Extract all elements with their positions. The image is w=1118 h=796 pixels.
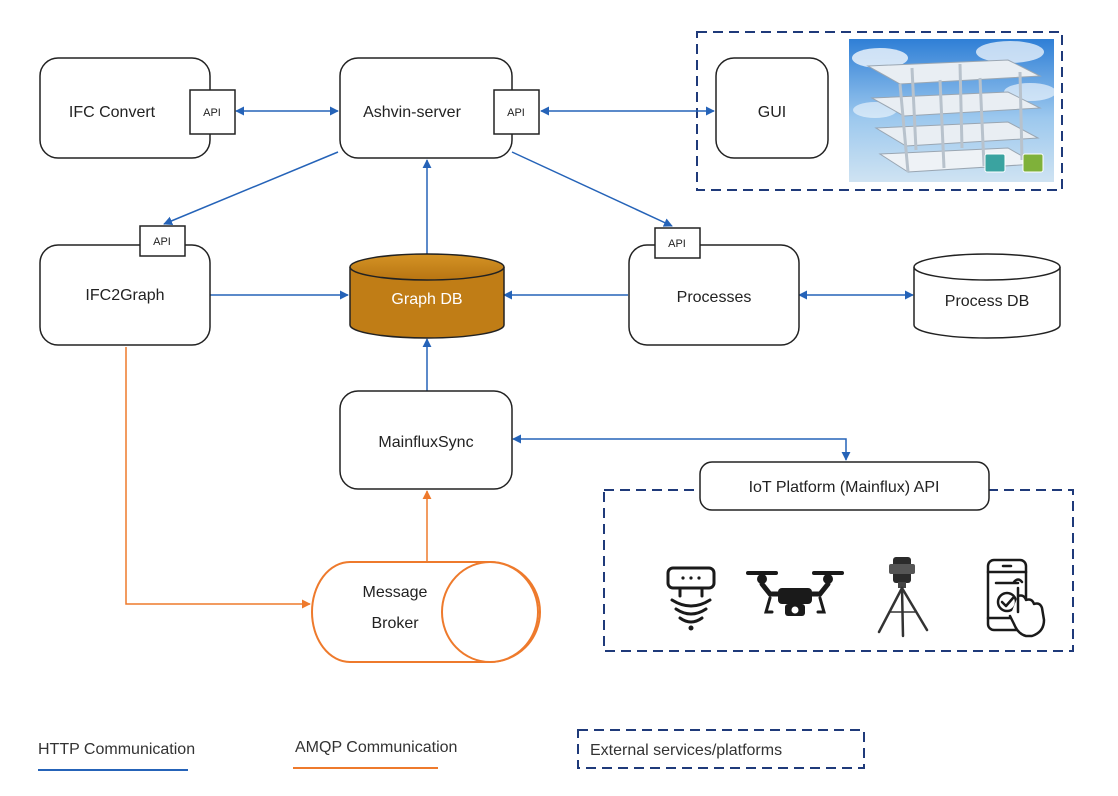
amqp-connectors: [125, 347, 432, 609]
http-connectors: [163, 106, 914, 461]
api-label: API: [153, 236, 171, 248]
api-label: API: [203, 107, 221, 119]
node-graph-db: Graph DB: [349, 253, 505, 339]
node-message-broker: Message Broker: [311, 561, 541, 663]
api-port: [654, 227, 701, 259]
api-port: [493, 89, 540, 135]
external-iot-boundary: [603, 489, 1074, 652]
api-port: [189, 89, 236, 135]
edge-ifc2graph-broker: [125, 347, 311, 609]
node-mainflux-sync: MainfluxSync: [339, 390, 513, 490]
legend-amqp-label: AMQP Communication: [295, 739, 457, 756]
api-port: [139, 225, 186, 257]
ifc-convert-label: IFC Convert: [69, 104, 156, 121]
edge-ashvin-processes: [511, 151, 673, 227]
drone-icon: [746, 571, 844, 616]
node-process-db: Process DB: [913, 253, 1061, 339]
legend: HTTP Communication AMQP Communication Ex…: [38, 729, 865, 771]
mobile-app-icon: [986, 558, 1046, 638]
ifc2graph-label: IFC2Graph: [85, 287, 164, 304]
process-db-label: Process DB: [945, 293, 1029, 310]
iot-platform-label: IoT Platform (Mainflux) API: [749, 479, 940, 496]
gui-building-model-image: [849, 39, 1056, 182]
legend-http-label: HTTP Communication: [38, 741, 195, 758]
ashvin-server-label: Ashvin-server: [363, 104, 461, 121]
api-label: API: [507, 107, 525, 119]
laser-scanner-tripod-icon: [877, 557, 929, 638]
mainflux-sync-label: MainfluxSync: [378, 434, 473, 451]
node-ashvin-server: Ashvin-server API: [339, 57, 540, 159]
api-label: API: [668, 238, 686, 250]
legend-external-swatch: [577, 729, 865, 769]
message-broker-label-line2: Broker: [371, 615, 419, 632]
node-ifc2graph: IFC2Graph API: [39, 225, 211, 346]
node-ifc-convert: IFC Convert API: [39, 57, 236, 159]
edge-mainfluxsync-iot: [512, 434, 851, 461]
sensor-icon: [666, 566, 716, 631]
legend-external-label: External services/platforms: [590, 742, 782, 759]
processes-label: Processes: [677, 289, 752, 306]
message-broker-label-line1: Message: [363, 584, 428, 601]
node-gui: GUI: [715, 57, 829, 159]
edge-ashvin-ifc2graph: [163, 151, 339, 226]
gui-label: GUI: [758, 104, 786, 121]
node-processes: Processes API: [628, 227, 800, 346]
graph-db-label: Graph DB: [391, 291, 462, 308]
node-iot-platform: IoT Platform (Mainflux) API: [699, 461, 990, 511]
